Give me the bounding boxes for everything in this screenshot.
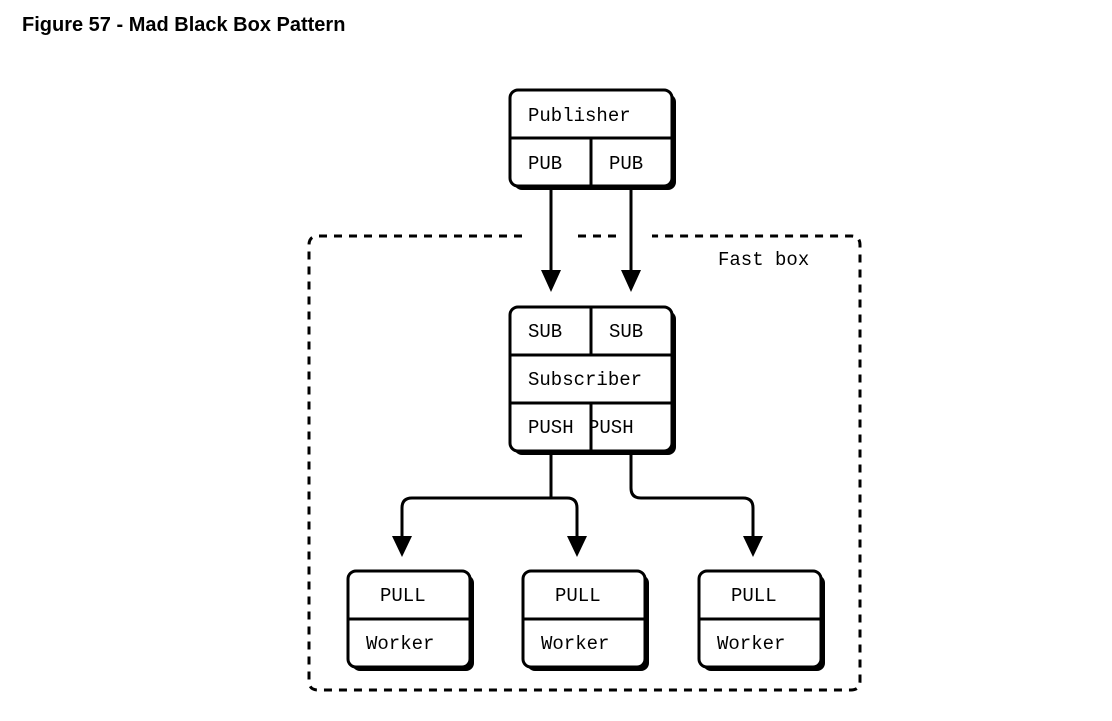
worker-node-2: PULL Worker	[521, 569, 649, 671]
arrowhead	[392, 536, 412, 557]
arrowhead	[567, 536, 587, 557]
subscriber-out-socket-1: PUSH	[528, 417, 574, 439]
arrowhead	[541, 270, 561, 292]
subscriber-node: SUB SUB Subscriber PUSH PUSH	[508, 305, 676, 455]
worker-label: Worker	[717, 633, 785, 655]
subscriber-in-socket-2: SUB	[609, 321, 643, 343]
subscriber-label: Subscriber	[528, 369, 642, 391]
subscriber-in-socket-1: SUB	[528, 321, 562, 343]
publisher-socket-2: PUB	[609, 153, 643, 175]
figure-title: Figure 57 - Mad Black Box Pattern	[22, 14, 346, 36]
fast-box-label: Fast box	[718, 249, 809, 271]
worker-node-3: PULL Worker	[697, 569, 825, 671]
fast-box-boundary	[307, 234, 862, 692]
worker-node-1: PULL Worker	[346, 569, 474, 671]
publisher-socket-1: PUB	[528, 153, 562, 175]
worker-socket-label: PULL	[380, 585, 426, 607]
pub-sub-arrows	[549, 187, 633, 272]
worker-label: Worker	[366, 633, 434, 655]
publisher-node: Publisher PUB PUB	[508, 88, 676, 190]
worker-socket-label: PULL	[731, 585, 777, 607]
worker-label: Worker	[541, 633, 609, 655]
publisher-label: Publisher	[528, 105, 631, 127]
arrowhead	[743, 536, 763, 557]
subscriber-out-socket-2: PUSH	[588, 417, 634, 439]
worker-socket-label: PULL	[555, 585, 601, 607]
push-pull-arrows	[400, 452, 755, 538]
arrowhead	[621, 270, 641, 292]
